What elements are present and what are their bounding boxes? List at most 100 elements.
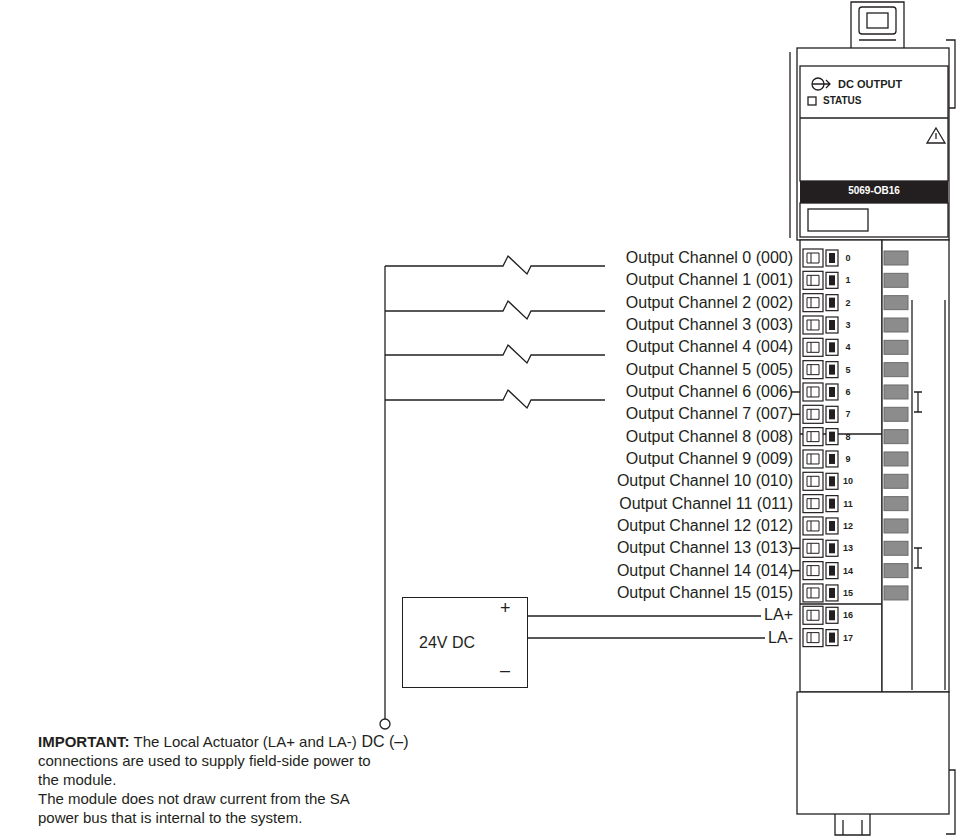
status-light-pipe: [884, 519, 908, 533]
terminal-number: 15: [841, 587, 855, 599]
dc-common-label: DC (–): [361, 732, 408, 752]
power-terminal-label: LA-: [765, 628, 793, 648]
wire-entry: [803, 606, 823, 624]
status-light-pipe: [884, 363, 908, 377]
release-tab: [826, 339, 838, 355]
wire-entry: [803, 428, 823, 446]
load-wire: [385, 301, 605, 319]
wire-entry-detail: [807, 320, 819, 330]
wire-entry: [803, 539, 823, 557]
terminal-number: 5: [841, 364, 855, 376]
release-tab-detail: [829, 499, 835, 509]
status-light-pipe: [884, 385, 908, 399]
wire-entry: [803, 294, 823, 312]
supply-voltage: 24V DC: [419, 633, 475, 652]
wire-entry: [803, 271, 823, 289]
channel-label: Output Channel 9 (009): [626, 449, 793, 469]
status-light-pipe: [884, 474, 908, 488]
status-light-pipe: [884, 340, 908, 354]
terminal-number: 1: [841, 274, 855, 286]
release-tab: [826, 295, 838, 311]
release-tab: [826, 540, 838, 556]
release-tab-detail: [829, 476, 835, 486]
power-supply-box: 24V DC + –: [402, 597, 528, 688]
release-tab-detail: [829, 543, 835, 553]
release-tab-detail: [829, 454, 835, 464]
terminal-number: 14: [841, 565, 855, 577]
release-tab: [826, 317, 838, 333]
terminal-circle: [380, 719, 390, 729]
io-module: DC OUTPUTSTATUS5069-OB16: [787, 0, 957, 837]
release-tab: [826, 406, 838, 422]
release-tab-detail: [829, 566, 835, 576]
terminal-number: 6: [841, 386, 855, 398]
terminal-number: 0: [841, 252, 855, 264]
wire-entry: [803, 338, 823, 356]
wire-entry: [803, 517, 823, 535]
catalog-number: 5069-OB16: [800, 185, 948, 197]
wire-entry: [803, 450, 823, 468]
wire-entry-detail: [807, 342, 819, 352]
channel-label: Output Channel 14 (014): [617, 561, 793, 581]
status-light-pipe: [884, 452, 908, 466]
channel-label: Output Channel 10 (010): [617, 471, 793, 491]
release-tab-detail: [829, 320, 835, 330]
terminal-number: 11: [841, 498, 855, 510]
important-note: IMPORTANT:The Local Actuator (LA+ and LA…: [38, 732, 383, 827]
release-tab: [826, 585, 838, 601]
wire-entry-detail: [807, 588, 819, 598]
terminal-number: 4: [841, 341, 855, 353]
status-light-pipe: [884, 407, 908, 421]
terminal-number: 7: [841, 408, 855, 420]
terminal-number: 10: [841, 475, 855, 487]
release-tab: [826, 563, 838, 579]
release-tab: [826, 362, 838, 378]
wire-entry-detail: [807, 387, 819, 397]
status-light-pipe: [884, 564, 908, 578]
common-wire: [384, 266, 385, 719]
status-light-pipe: [884, 497, 908, 511]
wire-entry-detail: [807, 365, 819, 375]
release-tab: [826, 384, 838, 400]
channel-label: Output Channel 5 (005): [626, 360, 793, 380]
channel-label: Output Channel 11 (011): [619, 494, 793, 514]
channel-label: Output Channel 2 (002): [626, 293, 793, 313]
release-tab: [826, 496, 838, 512]
wire-entry: [803, 495, 823, 513]
terminal-number: 2: [841, 297, 855, 309]
load-wire: [385, 345, 605, 363]
polarity-sign: +: [500, 598, 511, 620]
terminal-number: 16: [841, 609, 855, 621]
channel-label: Output Channel 12 (012): [617, 516, 793, 536]
release-tab-detail: [829, 409, 835, 419]
release-tab-detail: [829, 298, 835, 308]
release-tab-detail: [829, 588, 835, 598]
wire-entry-detail: [807, 566, 819, 576]
channel-label: Output Channel 15 (015): [617, 583, 793, 603]
release-tab-detail: [829, 633, 835, 643]
wire-entry: [803, 383, 823, 401]
release-tab: [826, 451, 838, 467]
polarity-sign: –: [500, 660, 510, 682]
wire-entry: [803, 584, 823, 602]
status-light-pipe: [884, 318, 908, 332]
terminal-number: 13: [841, 542, 855, 554]
status-light-pipe: [884, 296, 908, 310]
wire-entry-detail: [807, 543, 819, 553]
wire-entry: [803, 629, 823, 647]
release-tab-detail: [829, 342, 835, 352]
wire-entry: [803, 316, 823, 334]
terminal-number: 3: [841, 319, 855, 331]
wire-entry: [803, 361, 823, 379]
wire-entry-detail: [807, 432, 819, 442]
note-heading: IMPORTANT:: [38, 733, 129, 750]
wire-entry: [803, 249, 823, 267]
channel-label: Output Channel 1 (001): [626, 270, 793, 290]
channel-label: Output Channel 13 (013): [617, 538, 793, 558]
channel-label: Output Channel 3 (003): [626, 315, 793, 335]
power-wire: [528, 637, 787, 638]
wire-entry: [803, 472, 823, 490]
terminal-number: 12: [841, 520, 855, 532]
release-tab: [826, 272, 838, 288]
wire-entry-detail: [807, 298, 819, 308]
